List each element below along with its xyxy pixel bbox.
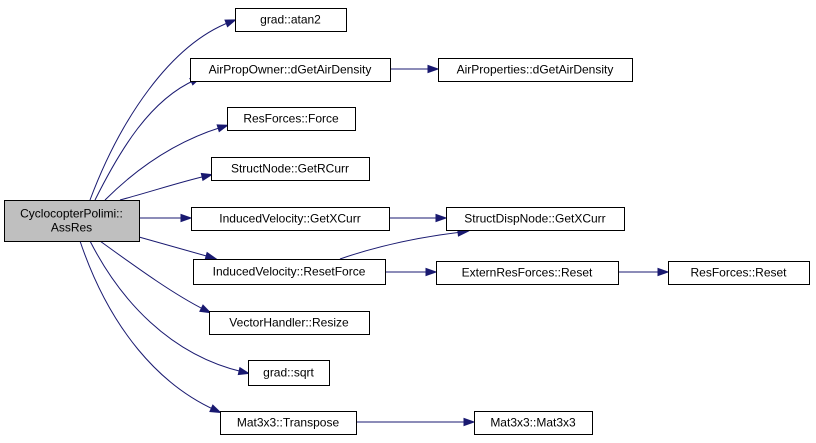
node-label: ResForces::Reset (690, 266, 787, 280)
node-label: CyclocopterPolimi:: (20, 207, 123, 221)
edge-line (104, 126, 223, 201)
node-box (209, 311, 370, 335)
arrowhead-icon (209, 404, 222, 414)
arrowhead-icon (435, 213, 448, 223)
node-inducedvel-reset[interactable]: InducedVelocity::ResetForce (193, 259, 386, 285)
node-label: Mat3x3::Mat3x3 (490, 416, 576, 430)
node-externres[interactable]: ExternResForces::Reset (436, 261, 619, 285)
edge-root-to-transpose (79, 240, 222, 414)
node-root[interactable]: CyclocopterPolimi::AssRes (4, 200, 140, 242)
node-box (211, 157, 370, 181)
node-label: grad::atan2 (260, 13, 321, 27)
arrowhead-icon (216, 124, 230, 133)
node-box (190, 58, 391, 82)
arrowhead-icon (199, 304, 212, 314)
node-label: AssRes (51, 221, 92, 235)
edge-root-to-inducedvel-reset (138, 236, 218, 260)
edge-root-to-structnode (119, 172, 214, 201)
node-label: ResForces::Force (243, 112, 339, 126)
arrowhead-icon (224, 19, 238, 28)
node-mat3x3[interactable]: Mat3x3::Mat3x3 (474, 411, 593, 435)
edge-line (79, 240, 216, 411)
node-box (248, 360, 330, 386)
edge-inducedvel-reset-to-structdisp (339, 228, 470, 260)
node-box (4, 200, 140, 242)
node-inducedvel-getx[interactable]: InducedVelocity::GetXCurr (191, 207, 390, 231)
edge-root-to-inducedvel-getx (139, 213, 193, 223)
node-transpose[interactable]: Mat3x3::Transpose (220, 411, 357, 435)
node-label: grad::sqrt (263, 366, 314, 380)
arrowhead-icon (427, 64, 440, 74)
edge-line (119, 175, 207, 201)
node-structdisp[interactable]: StructDispNode::GetXCurr (446, 207, 625, 231)
edge-root-to-atan2 (89, 19, 238, 201)
node-box (235, 8, 347, 32)
node-resforces-reset[interactable]: ResForces::Reset (668, 261, 810, 285)
node-label: InducedVelocity::ResetForce (213, 265, 366, 279)
node-airpropowner[interactable]: AirPropOwner::dGetAirDensity (190, 58, 391, 82)
node-resforces-force[interactable]: ResForces::Force (227, 107, 356, 131)
edge-line (138, 236, 211, 258)
edge-root-to-sqrt (89, 240, 251, 376)
node-box (227, 107, 356, 131)
node-box (193, 259, 386, 285)
arrowhead-icon (237, 366, 251, 376)
edge-line (99, 240, 206, 311)
node-label: VectorHandler::Resize (229, 316, 349, 330)
node-box (436, 261, 619, 285)
node-box (668, 261, 810, 285)
arrowhead-icon (463, 417, 476, 427)
edge-airpropowner-to-airproperties (390, 64, 440, 74)
edge-root-to-vectorhandler (99, 240, 212, 314)
node-box (220, 411, 357, 435)
arrowhead-icon (657, 267, 670, 277)
node-box (438, 58, 633, 82)
edge-root-to-resforces-force (104, 124, 230, 201)
edge-line (94, 79, 196, 201)
node-label: AirPropOwner::dGetAirDensity (209, 63, 372, 77)
node-airproperties[interactable]: AirProperties::dGetAirDensity (438, 58, 633, 82)
arrowhead-icon (180, 213, 193, 223)
edge-externres-to-resforces-reset (618, 267, 670, 277)
edge-line (339, 231, 463, 260)
node-atan2[interactable]: grad::atan2 (235, 8, 347, 32)
edge-inducedvel-getx-to-structdisp (389, 213, 448, 223)
arrowhead-icon (204, 251, 218, 260)
nodes-layer: CyclocopterPolimi::AssRes grad::atan2AirP… (4, 8, 810, 435)
node-vectorhandler[interactable]: VectorHandler::Resize (209, 311, 370, 335)
edge-line (89, 21, 231, 201)
edge-line (89, 240, 244, 373)
node-sqrt[interactable]: grad::sqrt (248, 360, 330, 386)
edge-transpose-to-mat3x3 (356, 417, 476, 427)
node-label: StructNode::GetRCurr (231, 162, 349, 176)
node-box (191, 207, 390, 231)
node-label: Mat3x3::Transpose (237, 416, 340, 430)
node-label: InducedVelocity::GetXCurr (219, 212, 360, 226)
arrowhead-icon (425, 267, 438, 277)
arrowhead-icon (200, 172, 214, 182)
node-label: AirProperties::dGetAirDensity (457, 63, 614, 77)
node-box (446, 207, 625, 231)
node-label: StructDispNode::GetXCurr (464, 212, 605, 226)
edge-inducedvel-reset-to-externres (385, 267, 438, 277)
node-label: ExternResForces::Reset (462, 266, 593, 280)
node-box (474, 411, 593, 435)
node-structnode[interactable]: StructNode::GetRCurr (211, 157, 370, 181)
